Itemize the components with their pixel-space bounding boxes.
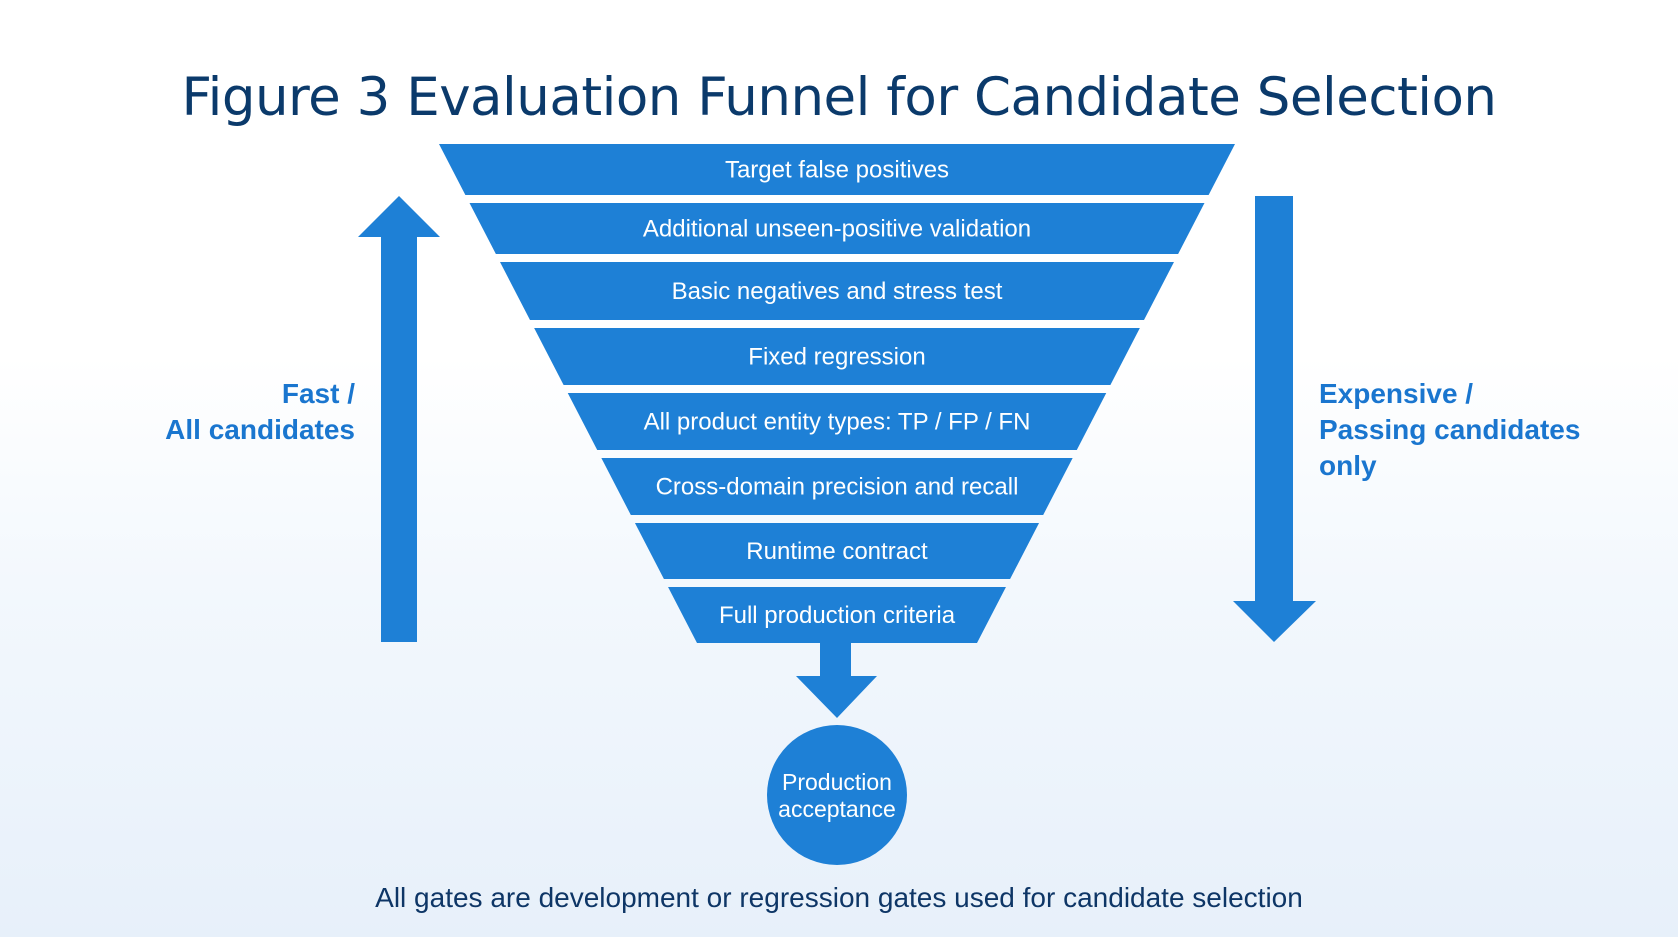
funnel-stage-band: [668, 587, 1006, 643]
funnel-stage-band: [567, 393, 1107, 450]
funnel-stage-label: Fixed regression: [748, 344, 925, 371]
funnel-stage-band: [601, 458, 1073, 515]
funnel-stage-label: Cross-domain precision and recall: [656, 474, 1019, 501]
funnel-stage-label: Full production criteria: [719, 602, 956, 629]
right-label-line2: Passing candidates: [1319, 414, 1581, 445]
funnel-stage: Cross-domain precision and recall: [601, 458, 1073, 515]
funnel-stage: Full production criteria: [668, 587, 1006, 643]
production-acceptance-label-line2: acceptance: [778, 796, 896, 822]
funnel-stage-band: [439, 144, 1235, 195]
funnel-stage-label: Runtime contract: [746, 538, 928, 565]
funnel-stage-band: [634, 523, 1040, 579]
left-label-line1: Fast /: [281, 378, 355, 409]
right-label-line3: only: [1319, 450, 1377, 481]
funnel-stage-band: [469, 203, 1205, 254]
funnel-stage: Basic negatives and stress test: [500, 262, 1174, 320]
funnel-stage: Fixed regression: [534, 328, 1140, 385]
funnel-stage-band: [500, 262, 1174, 320]
fast-all-candidates-label: Fast / All candidates: [100, 376, 355, 448]
production-acceptance-circle: [767, 725, 907, 865]
production-acceptance-label-line1: Production: [782, 769, 892, 795]
funnel-stage-label: Target false positives: [725, 157, 949, 184]
figure-title: Figure 3 Evaluation Funnel for Candidate…: [181, 67, 1497, 128]
funnel-stage-label: Additional unseen-positive validation: [643, 216, 1031, 243]
funnel-output-arrow: [796, 643, 877, 718]
expensive-direction-down-arrow: [1233, 196, 1316, 642]
right-label-line1: Expensive /: [1319, 378, 1474, 409]
expensive-passing-candidates-label: Expensive / Passing candidates only: [1319, 376, 1639, 484]
funnel-stage-label: Basic negatives and stress test: [672, 278, 1003, 305]
funnel-stage: All product entity types: TP / FP / FN: [567, 393, 1107, 450]
funnel-stage: Additional unseen-positive validation: [469, 203, 1205, 254]
footer-note: All gates are development or regression …: [375, 882, 1303, 913]
funnel-stage: Runtime contract: [634, 523, 1040, 579]
left-label-line2: All candidates: [165, 414, 355, 445]
funnel-stage-band: [534, 328, 1140, 385]
funnel-stage-label: All product entity types: TP / FP / FN: [644, 409, 1031, 436]
funnel-stage: Target false positives: [439, 144, 1235, 195]
fast-direction-up-arrow: [358, 196, 440, 642]
